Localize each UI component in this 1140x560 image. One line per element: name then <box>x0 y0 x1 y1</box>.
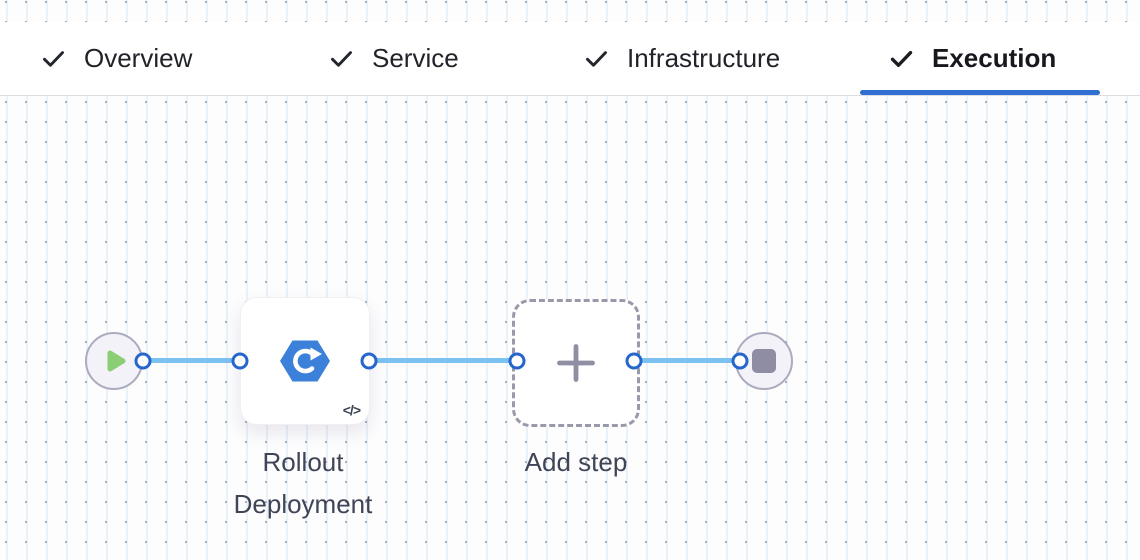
stage-setup-tabbar: Overview Service Infrastructure Executio… <box>0 22 1140 96</box>
port-addstep-out[interactable] <box>625 352 643 370</box>
add-step-button[interactable] <box>512 299 640 427</box>
tab-service-label: Service <box>372 43 459 73</box>
pipeline-start-node <box>85 332 143 390</box>
check-icon <box>43 51 64 67</box>
tab-execution-label: Execution <box>932 43 1057 73</box>
port-start-out[interactable] <box>134 352 152 370</box>
step-node-rollout-deployment[interactable]: </> <box>240 297 370 425</box>
check-icon <box>586 51 607 67</box>
active-tab-indicator <box>860 90 1100 95</box>
stop-icon <box>752 349 776 373</box>
play-icon <box>107 350 125 372</box>
add-step-label: Add step <box>524 447 628 477</box>
connector-line <box>634 358 740 363</box>
tab-execution[interactable]: Execution <box>888 22 1056 95</box>
tab-overview-label: Overview <box>84 43 193 73</box>
port-step-out[interactable] <box>360 352 378 370</box>
plus-icon <box>557 344 595 382</box>
check-icon <box>890 50 913 67</box>
code-view-icon[interactable]: </> <box>342 402 361 418</box>
tab-infrastructure-label: Infrastructure <box>627 43 781 73</box>
pipeline-end-node <box>735 332 793 390</box>
port-step-in[interactable] <box>231 352 249 370</box>
port-end-in[interactable] <box>731 352 749 370</box>
tab-overview[interactable]: Overview <box>40 22 192 95</box>
check-icon <box>331 51 352 67</box>
tab-infrastructure[interactable]: Infrastructure <box>583 22 780 95</box>
k8s-rollout-icon <box>280 340 330 382</box>
tab-service[interactable]: Service <box>328 22 459 95</box>
port-addstep-in[interactable] <box>508 352 526 370</box>
connector-line <box>369 358 517 363</box>
step-node-label: Rollout Deployment <box>233 447 373 519</box>
connector-line <box>143 358 240 363</box>
